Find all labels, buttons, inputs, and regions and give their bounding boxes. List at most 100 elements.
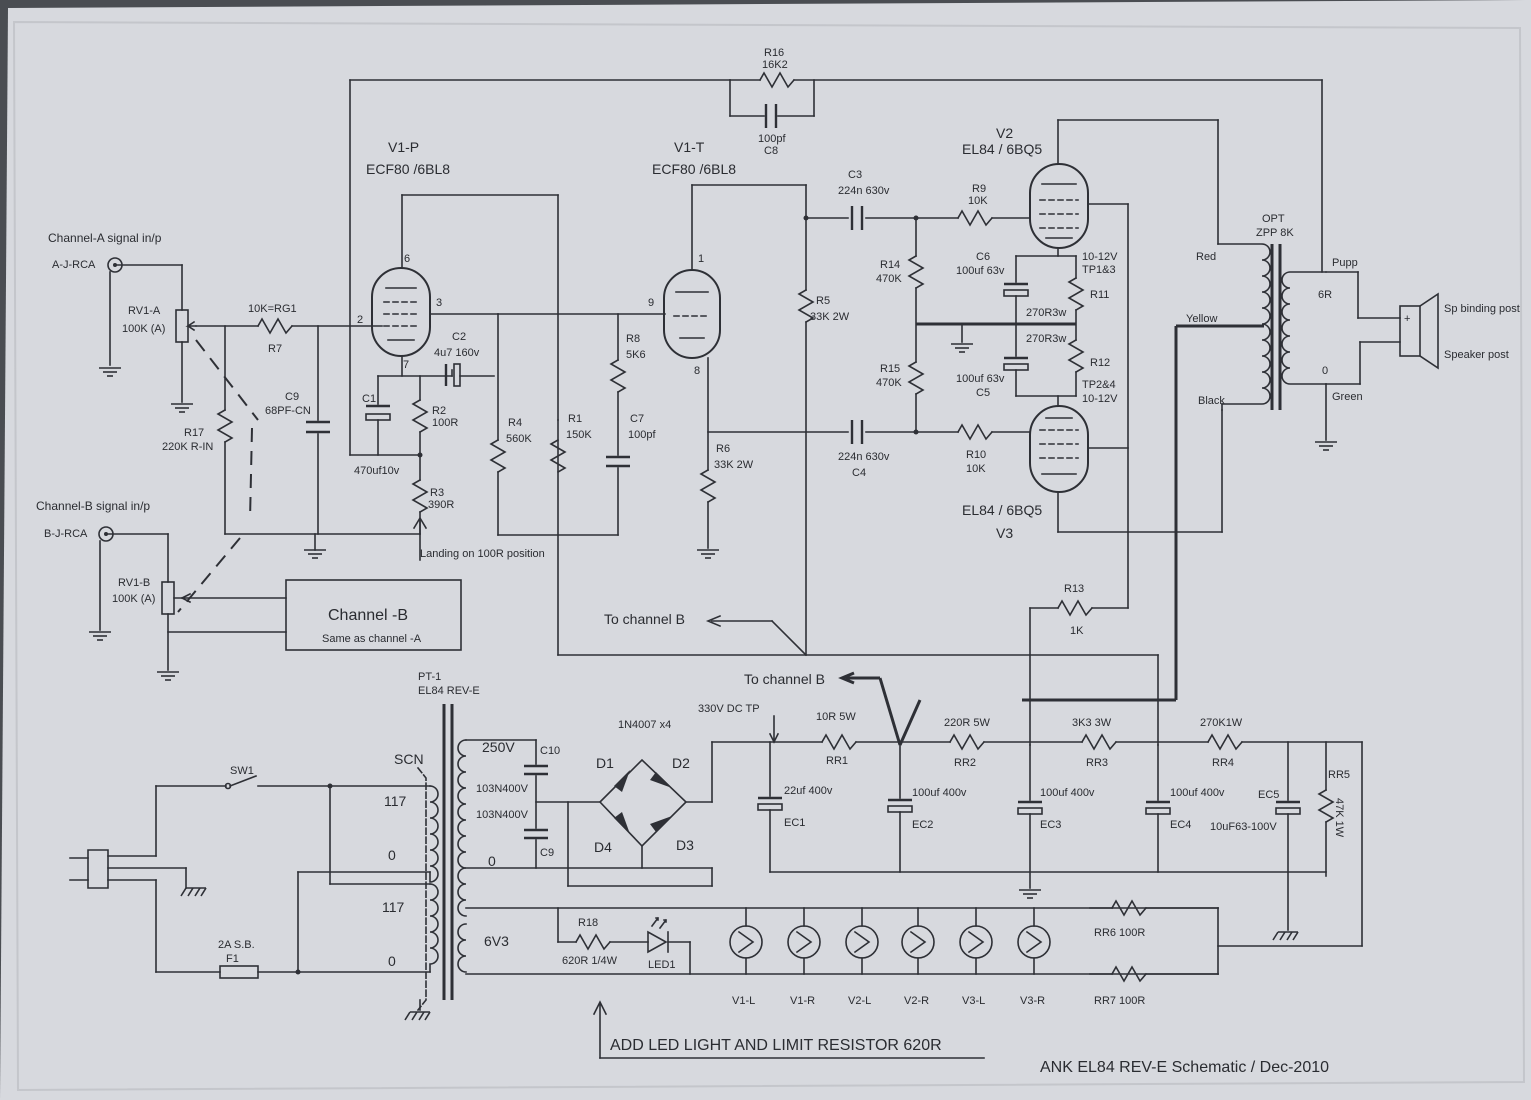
svg-text:ECF80 /6BL8: ECF80 /6BL8 bbox=[652, 161, 736, 177]
svg-text:To channel B: To channel B bbox=[744, 671, 825, 687]
svg-text:0: 0 bbox=[488, 853, 496, 869]
svg-text:100uf 400v: 100uf 400v bbox=[1040, 787, 1095, 799]
svg-text:R7: R7 bbox=[268, 343, 282, 355]
svg-text:C8: C8 bbox=[764, 145, 778, 157]
heater-label: V3-R bbox=[1020, 995, 1045, 1007]
speaker: + Sp binding post Speaker post bbox=[1399, 292, 1520, 370]
svg-text:ADD LED LIGHT AND LIMIT RESIST: ADD LED LIGHT AND LIMIT RESISTOR 620R bbox=[610, 1037, 942, 1054]
svg-text:100pf: 100pf bbox=[758, 133, 786, 145]
svg-text:PT-1: PT-1 bbox=[418, 671, 441, 683]
svg-text:620R 1/4W: 620R 1/4W bbox=[562, 955, 618, 967]
bridge-rectifier: 1N4007 x4 D1 D2 D3 D4 bbox=[535, 719, 713, 887]
svg-text:EC5: EC5 bbox=[1258, 789, 1279, 801]
svg-text:3K3 3W: 3K3 3W bbox=[1072, 717, 1112, 729]
b-plus-routing: To channel B To channel B bbox=[557, 326, 1178, 746]
mains-input: SW1 2A S.B. F1 bbox=[69, 765, 431, 979]
svg-text:10K: 10K bbox=[966, 463, 986, 475]
heater-label: V3-L bbox=[962, 995, 985, 1007]
svg-text:RR6 100R: RR6 100R bbox=[1094, 927, 1145, 939]
svg-text:V1-P: V1-P bbox=[388, 139, 419, 155]
svg-text:Speaker post: Speaker post bbox=[1444, 349, 1509, 361]
svg-text:RR1: RR1 bbox=[826, 755, 848, 767]
svg-text:4u7 160v: 4u7 160v bbox=[434, 347, 480, 359]
svg-text:33K 2W: 33K 2W bbox=[714, 459, 754, 471]
tube-v2: V2 EL84 / 6BQ5 bbox=[962, 125, 1089, 249]
tube-v1p: V1-P ECF80 /6BL8 6 3 2 7 bbox=[357, 139, 450, 371]
svg-text:270R3w: 270R3w bbox=[1026, 307, 1066, 319]
svg-text:RV1-A: RV1-A bbox=[128, 305, 161, 317]
svg-text:68PF-CN: 68PF-CN bbox=[265, 405, 311, 417]
svg-text:RR5: RR5 bbox=[1328, 769, 1350, 781]
svg-text:SW1: SW1 bbox=[230, 765, 254, 777]
svg-text:117: 117 bbox=[384, 793, 407, 809]
v1p-wiring: R4 560K C1 470uf10v R2 100R R3 390R Land… bbox=[349, 79, 731, 656]
tube-v3: EL84 / 6BQ5 V3 bbox=[962, 405, 1089, 541]
svg-text:100R: 100R bbox=[432, 417, 458, 429]
svg-text:EC1: EC1 bbox=[784, 817, 805, 829]
svg-text:R12: R12 bbox=[1090, 357, 1110, 369]
svg-text:Green: Green bbox=[1332, 391, 1363, 403]
svg-text:R5: R5 bbox=[816, 295, 830, 307]
heater-v1-r: V1-R bbox=[787, 907, 821, 1007]
svg-text:R14: R14 bbox=[880, 259, 900, 271]
svg-text:D2: D2 bbox=[672, 755, 690, 771]
svg-text:F1: F1 bbox=[226, 953, 239, 965]
svg-text:C5: C5 bbox=[976, 387, 990, 399]
svg-text:10uF63-100V: 10uF63-100V bbox=[1210, 821, 1277, 833]
svg-text:EC2: EC2 bbox=[912, 819, 933, 831]
svg-text:1: 1 bbox=[698, 253, 704, 265]
power-transformer: PT-1 EL84 REV-E SCN 117 0 117 0 250V 0 1… bbox=[382, 671, 1219, 1021]
svg-text:Yellow: Yellow bbox=[1186, 313, 1217, 325]
svg-text:D4: D4 bbox=[594, 839, 612, 855]
svg-text:R2: R2 bbox=[432, 405, 446, 417]
svg-text:7: 7 bbox=[403, 359, 409, 371]
led-annotation: ADD LED LIGHT AND LIMIT RESISTOR 620R bbox=[592, 1000, 985, 1059]
svg-text:330V DC TP: 330V DC TP bbox=[698, 703, 760, 715]
heater-v2-l: V2-L bbox=[845, 907, 879, 1007]
svg-text:C1: C1 bbox=[362, 393, 376, 405]
heater-v3-r: V3-R bbox=[1017, 907, 1051, 1007]
svg-text:250V: 250V bbox=[482, 739, 515, 755]
input-grid-network: 10K=RG1 R7 R17 220K R-IN C9 68PF-CN bbox=[162, 303, 421, 613]
tube-v1t: V1-T ECF80 /6BL8 1 9 8 bbox=[648, 139, 736, 377]
svg-text:2A S.B.: 2A S.B. bbox=[218, 939, 255, 951]
svg-text:10K=RG1: 10K=RG1 bbox=[248, 303, 297, 315]
v1t-wiring: R5 33K 2W R6 33K 2W bbox=[691, 184, 850, 656]
svg-text:Black: Black bbox=[1198, 395, 1225, 407]
svg-text:470uf10v: 470uf10v bbox=[354, 465, 400, 477]
svg-text:C3: C3 bbox=[848, 169, 862, 181]
svg-text:C9: C9 bbox=[540, 847, 554, 859]
heater-v1-l: V1-L bbox=[729, 907, 763, 1007]
svg-text:EL84 REV-E: EL84 REV-E bbox=[418, 685, 480, 697]
channel-a-input: Channel-A signal in/p A-J-RCA RV1-A 100K… bbox=[48, 231, 197, 413]
screen-and-plate-wiring: R13 1K bbox=[1029, 119, 1223, 746]
svg-text:100K (A): 100K (A) bbox=[112, 593, 155, 605]
svg-text:5K6: 5K6 bbox=[626, 349, 646, 361]
svg-text:Red: Red bbox=[1196, 251, 1216, 263]
svg-text:C9: C9 bbox=[285, 391, 299, 403]
svg-text:224n 630v: 224n 630v bbox=[838, 185, 890, 197]
svg-text:16K2: 16K2 bbox=[762, 59, 788, 71]
svg-text:Channel -B: Channel -B bbox=[328, 607, 408, 624]
svg-text:47K 1W: 47K 1W bbox=[1333, 798, 1345, 838]
svg-text:ZPP 8K: ZPP 8K bbox=[1256, 227, 1294, 239]
channel-b-input: Channel-B signal in/p B-J-RCA RV1-B 100K… bbox=[36, 499, 287, 681]
svg-text:470K: 470K bbox=[876, 377, 902, 389]
svg-text:RR7 100R: RR7 100R bbox=[1094, 995, 1145, 1007]
svg-text:0: 0 bbox=[388, 953, 396, 969]
output-transformer: OPT ZPP 8K Red Yellow Black 6R 0 Pupp Gr… bbox=[1176, 79, 1401, 451]
svg-text:10-12V: 10-12V bbox=[1082, 251, 1118, 263]
svg-text:220K R-IN: 220K R-IN bbox=[162, 441, 213, 453]
svg-text:6V3: 6V3 bbox=[484, 933, 509, 949]
svg-text:RR3: RR3 bbox=[1086, 757, 1108, 769]
svg-text:To channel B: To channel B bbox=[604, 611, 685, 627]
svg-text:B-J-RCA: B-J-RCA bbox=[44, 528, 88, 540]
svg-text:R15: R15 bbox=[880, 363, 900, 375]
output-coupling: C3 224n 630v R9 10K 224n 630v C4 R10 10K… bbox=[805, 169, 1076, 479]
svg-text:ECF80 /6BL8: ECF80 /6BL8 bbox=[366, 161, 450, 177]
svg-text:V2: V2 bbox=[996, 125, 1013, 141]
svg-text:C2: C2 bbox=[452, 331, 466, 343]
svg-text:OPT: OPT bbox=[1262, 213, 1285, 225]
